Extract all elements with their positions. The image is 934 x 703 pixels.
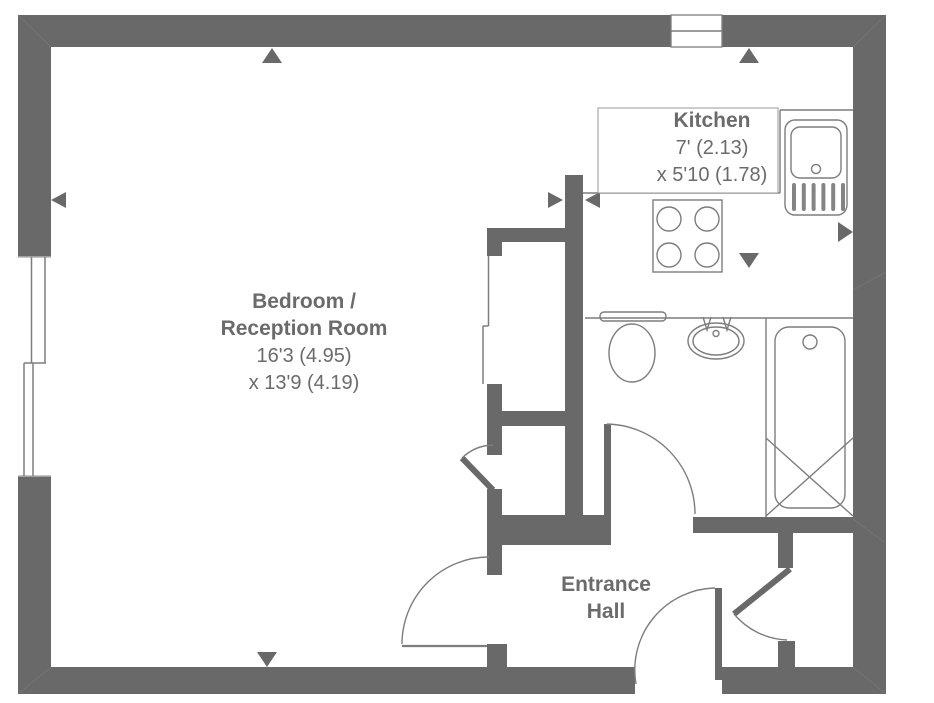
four-ring-hob-icon xyxy=(652,199,723,273)
hob-burner xyxy=(656,206,682,232)
dimension-arrow-up-bedroom-icon xyxy=(262,48,282,63)
bathtub-outline xyxy=(774,326,846,509)
left-wall-lower-segment xyxy=(18,476,51,667)
hob-burner xyxy=(694,206,720,232)
dimension-arrow-left-bedroom-icon xyxy=(51,192,66,208)
bathtub-icon xyxy=(765,326,854,517)
wall-junction-seam-kitchen xyxy=(852,271,887,291)
hall-cupboard-door xyxy=(732,566,792,641)
bedroom-name-2: Reception Room xyxy=(221,317,388,340)
bedroom-dim-2: x 13'9 (4.19) xyxy=(249,372,360,394)
bottom-wall-left-segment xyxy=(18,667,635,694)
basin-inner xyxy=(692,326,740,356)
hall-top-wall-step xyxy=(502,537,611,545)
bedroom-door-swing-arc xyxy=(401,556,490,645)
kitchen-label-box xyxy=(597,107,779,194)
corner-seam-top-left xyxy=(17,14,52,48)
bathroom-door-leaf xyxy=(604,424,611,515)
toilet-icon xyxy=(599,311,667,383)
bathroom-fixtures xyxy=(585,311,854,517)
cupboard-stub-top xyxy=(487,426,502,455)
entrance-hall-label: Entrance Hall xyxy=(561,573,651,623)
sink-basin xyxy=(790,126,842,179)
dimension-arrow-right-bedroom-icon xyxy=(548,192,563,208)
interior-walls xyxy=(482,175,853,667)
outer-walls xyxy=(17,14,887,695)
basin-tap xyxy=(722,316,732,333)
hall-cupboard-door-leaf xyxy=(732,566,792,617)
toilet-cistern xyxy=(599,311,667,322)
hall-cupboard-stub-bottom xyxy=(778,641,795,667)
kitchen-dim-2: x 5'10 (1.78) xyxy=(657,164,768,186)
dimension-arrow-left-kitchen-icon xyxy=(585,192,600,208)
right-wall xyxy=(853,15,886,694)
dimension-arrow-down-bedroom-icon xyxy=(257,652,277,667)
hall-left-wall-stub xyxy=(487,644,507,667)
wash-basin-icon xyxy=(687,316,745,360)
hall-cupboard-stub-top xyxy=(778,533,793,568)
bedroom-cupboard-door-leaf xyxy=(459,455,496,493)
bathroom-door xyxy=(604,423,696,515)
dimension-arrow-down-kitchen-icon xyxy=(739,253,759,268)
sink-unit-outline xyxy=(784,119,848,216)
sink-drainer-lines xyxy=(792,183,845,211)
bedroom-cupboard-door xyxy=(459,444,496,493)
basin-drain xyxy=(712,329,720,338)
hob-burner xyxy=(694,242,720,268)
top-wall-left-segment xyxy=(18,15,671,47)
entrance-door-leaf xyxy=(715,588,722,680)
bathroom-bottom-wall-right xyxy=(693,517,853,533)
dimension-arrow-up-kitchen-icon xyxy=(739,48,759,63)
cupboard-stub-bottom xyxy=(487,489,502,515)
bedroom-cupboard-door-swing-arc xyxy=(461,444,494,459)
hall-name-1: Entrance xyxy=(561,573,651,596)
dimension-arrows xyxy=(51,48,853,667)
bottom-wall-right-segment xyxy=(722,667,886,694)
basin-tap xyxy=(702,316,712,333)
basin-outer xyxy=(687,322,745,360)
corner-seam-bottom-left xyxy=(17,666,52,695)
hall-left-wall-upper xyxy=(487,537,502,575)
shower-cross-line xyxy=(765,437,854,517)
closet-left-stub-top xyxy=(487,228,502,256)
wall-junction-seam-bathroom xyxy=(852,518,885,543)
kitchen-dim-1: 7' (2.13) xyxy=(676,137,749,159)
corner-seam-top-right xyxy=(852,14,887,48)
entrance-door xyxy=(634,587,722,685)
hob-outline xyxy=(652,199,723,273)
kitchen-name: Kitchen xyxy=(673,109,750,132)
corner-seam-bottom-right xyxy=(852,666,887,695)
kitchen-label: Kitchen 7' (2.13) x 5'10 (1.78) xyxy=(657,109,768,186)
kitchen-sink-with-drainer-icon xyxy=(784,119,848,216)
left-wall-upper-segment xyxy=(18,15,51,257)
bathroom-door-swing-arc xyxy=(606,423,696,515)
sink-drain xyxy=(810,163,822,175)
bathtub-drain xyxy=(802,334,818,350)
window-left-wall xyxy=(18,256,51,477)
middle-wall xyxy=(565,175,583,517)
dimension-arrow-right-kitchen-icon xyxy=(838,222,853,242)
closet-left-stub-bottom xyxy=(487,384,502,411)
entrance-door-swing-arc xyxy=(634,587,716,685)
toilet-bowl xyxy=(608,323,656,383)
hall-name-2: Hall xyxy=(587,600,626,623)
window-top-wall xyxy=(670,14,723,48)
bedroom-door xyxy=(401,556,490,648)
hall-top-wall-left xyxy=(487,515,611,537)
bedroom-reception-label: Bedroom / Reception Room 16'3 (4.95) x 1… xyxy=(221,290,388,394)
bedroom-name-1: Bedroom / xyxy=(252,290,356,313)
bedroom-dim-1: 16'3 (4.95) xyxy=(257,345,352,367)
closet-top-wall xyxy=(487,228,565,242)
hall-cupboard-door-swing-arc xyxy=(733,613,788,641)
hob-burner xyxy=(656,242,682,268)
closet-bottom-wall xyxy=(487,411,565,426)
